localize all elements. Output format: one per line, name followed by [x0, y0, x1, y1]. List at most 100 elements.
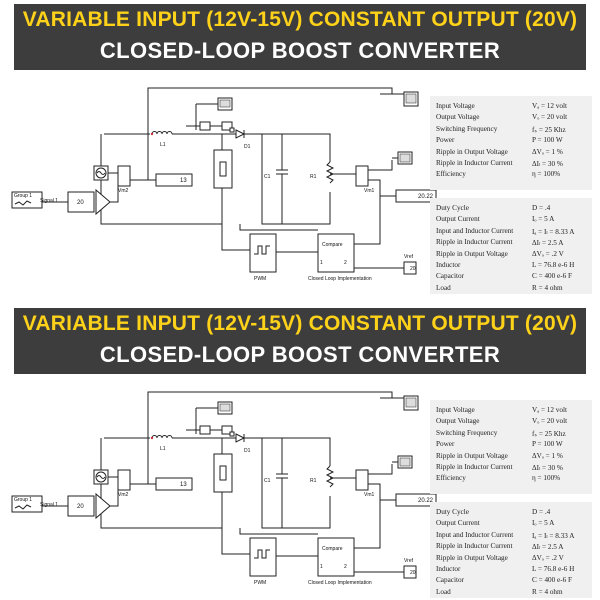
vref-value: 20 — [410, 570, 416, 576]
parameter-value: D = .4 — [532, 508, 551, 516]
display-out-value: 20.22 — [418, 498, 434, 504]
title-line-1: VARIABLE INPUT (12V-15V) CONSTANT OUTPUT… — [22, 312, 578, 335]
parameter-row: Duty Cycle D = .4 — [436, 508, 592, 518]
resistor-symbol — [325, 161, 335, 184]
closed-loop-label: Closed Loop Implementation — [308, 580, 372, 586]
parameter-label: Output Voltage — [436, 113, 480, 122]
inductor-label: L1 — [160, 446, 166, 452]
vref-label: Vref — [404, 558, 414, 564]
wire — [221, 188, 250, 251]
resistor-label: R1 — [310, 174, 317, 180]
wire — [239, 528, 318, 535]
wire — [276, 438, 288, 528]
gain-triangle — [95, 188, 111, 216]
inductor-coil — [156, 435, 163, 439]
compare-label: Compare — [322, 546, 343, 552]
parameter-label: Input and Inductor Current — [436, 530, 514, 539]
inductor-label: L1 — [160, 142, 166, 148]
parameter-value: Vₐ = 12 volt — [532, 406, 567, 414]
parameter-label: Switching Frequency — [436, 428, 498, 437]
parameter-value: Iₒ = 5 A — [532, 519, 555, 528]
mosfet-symbol — [219, 465, 227, 481]
vm-in-label: Vm2 — [118, 492, 129, 498]
compare-in1-label: 1 — [320, 564, 323, 570]
parameter-label: Ripple in Inductor Current — [436, 238, 513, 247]
signal-builder-block — [11, 191, 43, 209]
compare-in1-label: 1 — [320, 260, 323, 266]
diode-port — [229, 127, 235, 133]
parameter-label: Ripple in Output Voltage — [436, 451, 508, 460]
parameter-value: Iₒ = 5 A — [532, 215, 555, 224]
diode-port — [229, 431, 235, 437]
pwm-label: PWM — [254, 276, 266, 282]
vm-in-label: Vm2 — [118, 188, 129, 194]
parameter-value: η = 100% — [532, 474, 561, 483]
voltage-measurement-in — [117, 165, 131, 187]
compare-in2-label: 2 — [344, 564, 347, 570]
parameter-value: ΔVₒ = 1 % — [532, 451, 563, 460]
parameter-value: Vₐ = 12 volt — [532, 102, 567, 110]
scope-screen — [399, 153, 411, 163]
wire — [368, 464, 393, 475]
compare-label: Compare — [322, 242, 343, 248]
wire — [110, 180, 119, 203]
parameter-value: C = 400 e-6 F — [532, 576, 572, 585]
parameter-value: ΔIₗ = 2.5 A — [532, 543, 564, 552]
parameter-label: Input Voltage — [436, 406, 475, 414]
parameter-label: Output Current — [436, 519, 480, 528]
pwm-block — [249, 537, 277, 577]
parameter-value: ΔVₒ = 1 % — [532, 147, 563, 156]
diode-label: D1 — [244, 448, 251, 454]
title-banner: VARIABLE INPUT (12V-15V) CONSTANT OUTPUT… — [14, 4, 586, 70]
parameter-label: Efficiency — [436, 170, 466, 179]
inductor-coil — [156, 131, 163, 135]
parameter-label: Duty Cycle — [436, 508, 469, 516]
signal-label: Signal 1 — [40, 502, 58, 508]
parameter-label: Ripple in Output Voltage — [436, 553, 508, 562]
scope-screen — [219, 403, 231, 412]
signal-builder-label: Group 1 — [14, 497, 32, 503]
vm-out-label: Vm1 — [364, 188, 375, 194]
scope-block — [221, 121, 233, 131]
signal-builder-label: Group 1 — [14, 193, 32, 199]
parameter-value: P = 100 W — [532, 136, 563, 145]
title-banner: VARIABLE INPUT (12V-15V) CONSTANT OUTPUT… — [14, 308, 586, 374]
parameter-label: Capacitor — [436, 272, 464, 281]
parameter-label: Output Voltage — [436, 417, 480, 426]
sine-glyph — [96, 475, 106, 479]
gain-value: 20 — [77, 200, 84, 206]
voltage-measurement-out — [355, 165, 369, 187]
parameter-value: L = 76.8 e-6 H — [532, 261, 575, 269]
capacitor-label: C1 — [264, 478, 271, 484]
resistor-symbol — [325, 465, 335, 488]
parameter-row: Input Voltage Vₐ = 12 volt — [436, 406, 592, 416]
pwm-block — [249, 233, 277, 273]
converter-panel-bottom: VARIABLE INPUT (12V-15V) CONSTANT OUTPUT… — [0, 308, 600, 600]
parameter-label: Inductor — [436, 565, 461, 573]
parameter-value: ΔIₗ = 30 % — [532, 464, 563, 472]
wire — [239, 224, 318, 231]
title-line-2: CLOSED-LOOP BOOST CONVERTER — [99, 38, 501, 63]
parameter-value: Iₐ = Iₗ = 8.33 A — [532, 531, 575, 540]
wire — [261, 134, 331, 225]
parameter-value: ΔVₒ = .2 V — [532, 553, 564, 562]
gain-triangle — [95, 492, 111, 520]
scope-screen — [219, 99, 231, 108]
